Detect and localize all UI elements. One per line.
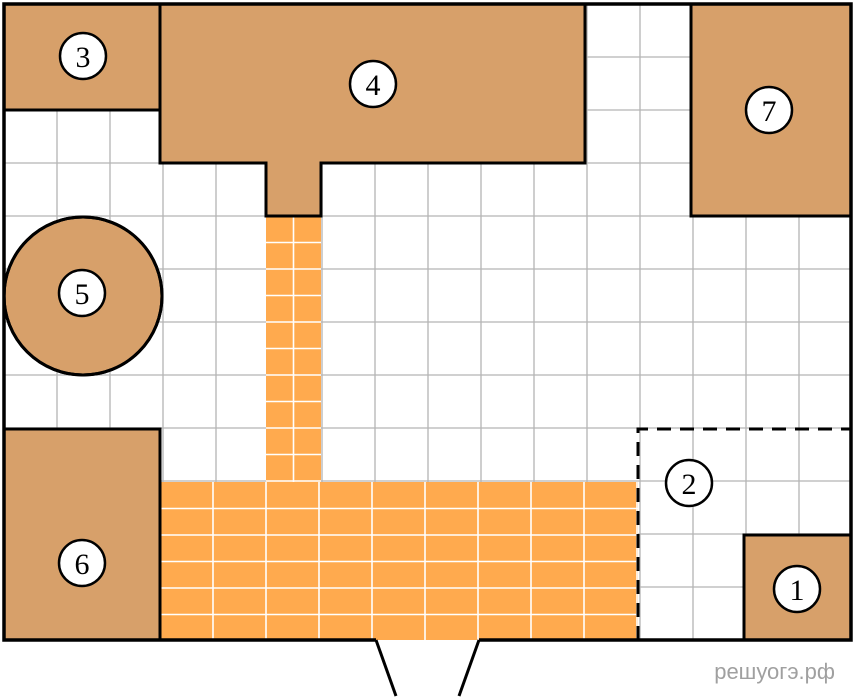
badge-7: 7 — [744, 85, 794, 135]
badge-3: 3 — [58, 31, 108, 81]
badge-2-label: 2 — [682, 468, 697, 501]
object-4-outline — [158, 2, 587, 218]
badge-5: 5 — [57, 268, 107, 318]
gate-right — [457, 639, 481, 697]
badge-5-label: 5 — [75, 278, 90, 311]
object-6-rect — [2, 427, 162, 642]
watermark: решуогэ.рф — [714, 659, 835, 684]
badge-3-label: 3 — [76, 41, 91, 74]
badge-2: 2 — [664, 458, 714, 508]
badge-4: 4 — [348, 59, 398, 109]
object-2-dashed-border — [636, 427, 851, 640]
badge-6-label: 6 — [75, 548, 90, 581]
gate-left — [374, 639, 398, 697]
tile-lines — [160, 216, 638, 640]
badge-1-label: 1 — [790, 574, 805, 607]
badge-7-label: 7 — [762, 95, 777, 128]
badge-6: 6 — [57, 538, 107, 588]
tiled-path — [160, 216, 638, 640]
badge-4-label: 4 — [366, 69, 381, 102]
badge-1: 1 — [772, 564, 822, 614]
plot-border — [2, 2, 853, 642]
